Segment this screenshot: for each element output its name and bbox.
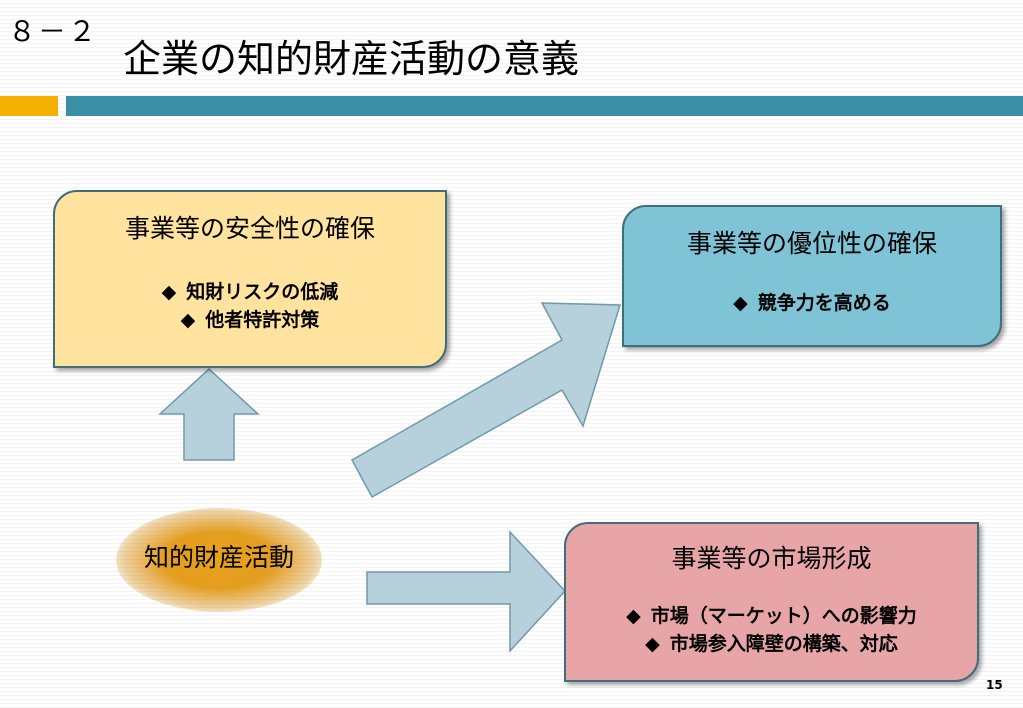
bullet-item: ◆ 市場参入障壁の構築、対応 — [566, 630, 977, 658]
slide-title: 企業の知的財産活動の意義 — [123, 37, 580, 81]
box-business-superiority: 事業等の優位性の確保 ◆ 競争力を高める — [622, 205, 1002, 347]
arrow-right — [366, 530, 567, 653]
bullet-item: ◆ 他者特許対策 — [55, 306, 445, 334]
diamond-bullet-icon: ◆ — [733, 292, 748, 314]
box-heading: 事業等の優位性の確保 — [686, 229, 937, 258]
arrow-diagonal — [350, 302, 622, 499]
bullet-text: 市場（マーケット）への影響力 — [650, 605, 917, 627]
page-number: 15 — [986, 678, 1003, 692]
bullet-list: ◆ 知財リスクの低減 ◆ 他者特許対策 — [55, 278, 445, 334]
bullet-list: ◆ 市場（マーケット）への影響力 ◆ 市場参入障壁の構築、対応 — [566, 602, 977, 658]
bullet-item: ◆ 競争力を高める — [624, 289, 1000, 317]
center-glow — [116, 508, 322, 612]
bullet-text: 知財リスクの低減 — [186, 281, 339, 303]
bullet-text: 競争力を高める — [757, 292, 891, 314]
diamond-bullet-icon: ◆ — [626, 605, 641, 627]
diamond-bullet-icon: ◆ — [645, 633, 660, 655]
center-label: 知的財産活動 — [143, 543, 294, 572]
box-business-safety: 事業等の安全性の確保 ◆ 知財リスクの低減 ◆ 他者特許対策 — [53, 190, 447, 368]
bullet-text: 他者特許対策 — [205, 309, 320, 331]
arrow-up — [158, 367, 260, 461]
accent-bar-teal — [66, 96, 1023, 116]
diamond-bullet-icon: ◆ — [161, 281, 177, 303]
bullet-text: 市場参入障壁の構築、対応 — [669, 633, 898, 655]
diamond-bullet-icon: ◆ — [180, 309, 196, 331]
section-number: ８－２ — [8, 15, 99, 48]
bullet-item: ◆ 知財リスクの低減 — [55, 278, 445, 306]
accent-bar-orange — [0, 96, 58, 116]
bullet-list: ◆ 競争力を高める — [624, 289, 1000, 317]
box-market-formation: 事業等の市場形成 ◆ 市場（マーケット）への影響力 ◆ 市場参入障壁の構築、対応 — [564, 522, 979, 682]
box-heading: 事業等の安全性の確保 — [124, 214, 375, 243]
bullet-item: ◆ 市場（マーケット）への影響力 — [566, 602, 977, 630]
box-heading: 事業等の市場形成 — [671, 544, 872, 573]
